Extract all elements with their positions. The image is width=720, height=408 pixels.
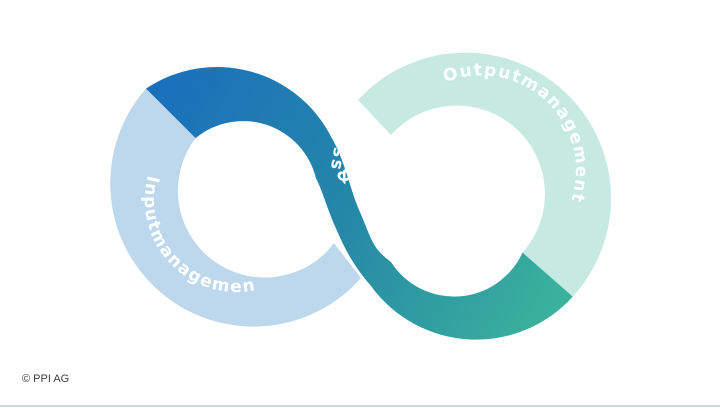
output-ring (358, 52, 611, 297)
input-ring (110, 88, 361, 327)
copyright-notice: © PPI AG (22, 373, 70, 385)
process-automation-band (145, 67, 573, 340)
bottom-divider (0, 405, 720, 407)
